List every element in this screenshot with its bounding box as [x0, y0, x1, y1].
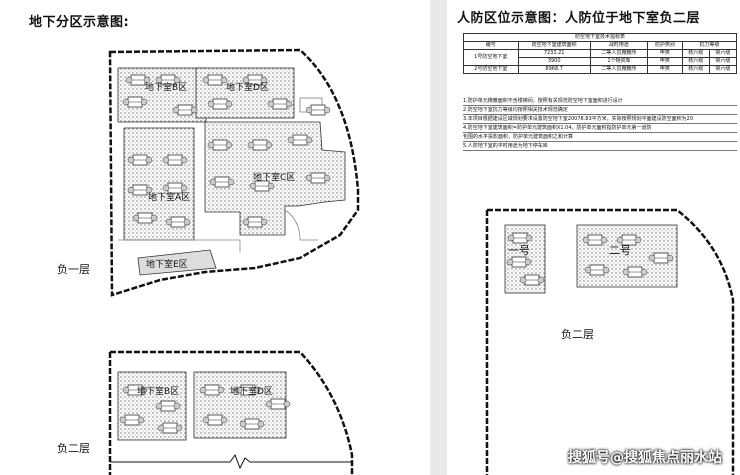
table-row: 2号防空地下室 8968.7 二等人员掩蔽所 甲类 核六级 常六级 [463, 65, 738, 74]
zone-a-label: 地下室A区 [148, 193, 191, 203]
note-line: 4.防空地下室建筑面积=防护单元建筑面积X1.04，防护单元面积指防护单元第一道… [463, 124, 737, 133]
left-sheet-title: 地下分区示意图: [29, 15, 130, 30]
floor2-label: 负二层 [57, 442, 90, 455]
basement-zoning-plan [108, 48, 360, 475]
floor2-zone-d-label: 地下室D区 [230, 387, 273, 397]
floor2-boundary-right [487, 208, 735, 475]
floor1-label: 负一层 [57, 263, 90, 276]
note-line: 3.本项目根据建设区域规划要求设置防空地下室20078.83平方米，实际按照规划… [463, 115, 737, 124]
zone-d-label: 地下室D区 [226, 83, 269, 93]
table-notes: 1.防护单元掩蔽面积不含楼梯间，按照有关规范防空地下室面积进行设计 2.防空地下… [463, 97, 737, 151]
floor1-boundary [108, 48, 360, 297]
floor2-boundary [110, 350, 354, 475]
shelter-zone-1-label: 一号 [508, 244, 530, 257]
table-row: 1号防空地下室 7233.21 二等人员掩蔽所 甲类 核六级 常六级 [463, 49, 738, 66]
left-drawing-sheet: 地下分区示意图: [0, 0, 430, 475]
shelter-zone-2-label: 二号 [609, 244, 631, 257]
right-floor-label: 负二层 [561, 328, 594, 341]
civil-defense-table: 防空地下室技术指标表 编号 防空地下室建筑面积 战时用途 防护类别 抗力等级 1… [463, 33, 738, 74]
zone-b-label: 地下室B区 [145, 83, 188, 93]
zone-c-label: 地下室C区 [253, 173, 296, 183]
note-line: 包围的水平投影面积，防护单元建筑面积之和计算 [463, 133, 737, 142]
zone-e-label: 地下室E区 [146, 260, 188, 270]
watermark: 搜狐号@搜狐焦点丽水站 [568, 450, 722, 466]
note-line: 5.人防地下室的平时用途为地下停车库 [463, 142, 737, 151]
note-line: 1.防护单元掩蔽面积不含楼梯间，按照有关规范防空地下室面积进行设计 [463, 97, 737, 106]
note-line: 2.防空地下室抗力等级均按照相关技术规范确定 [463, 106, 737, 115]
right-sheet-title: 人防区位示意图：人防位于地下室负二层 [457, 11, 701, 26]
floor2-zone-b-label: 地下室B区 [137, 387, 180, 397]
civil-defense-location-plan [485, 208, 735, 475]
right-drawing-sheet: 人防区位示意图：人防位于地下室负二层 防空地下室技术指标表 编号 防空地下室建筑… [447, 0, 740, 475]
